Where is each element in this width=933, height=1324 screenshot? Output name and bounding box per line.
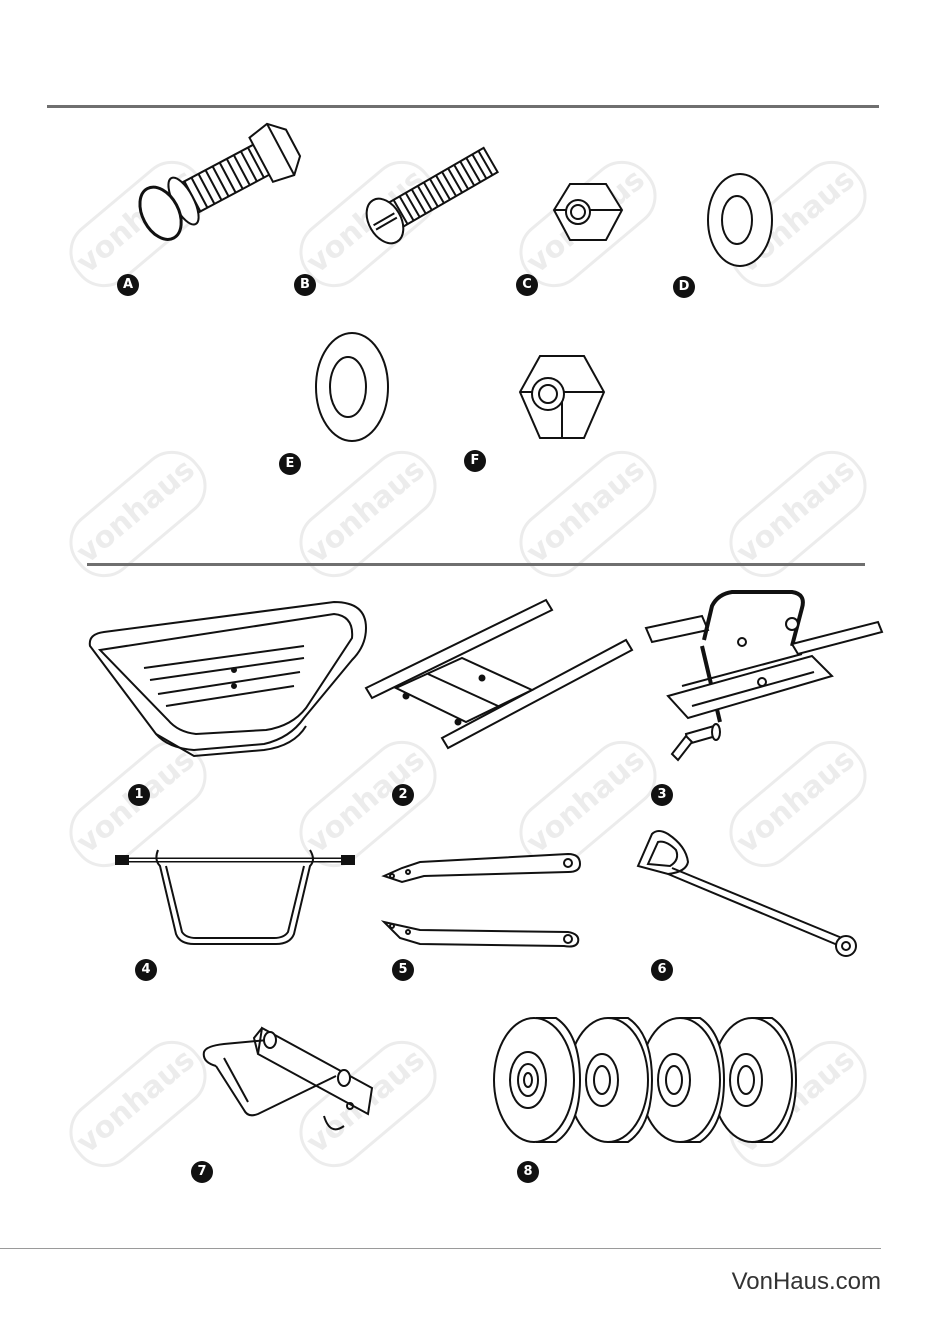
hardware-d-washer-illustration — [705, 170, 775, 270]
watermark: vonhaus — [286, 438, 449, 590]
hardware-c-nut-illustration — [552, 180, 624, 250]
hardware-d-label: D — [673, 276, 695, 298]
part-2-label: 2 — [392, 784, 414, 806]
middle-divider — [87, 563, 865, 566]
watermark: vonhaus — [56, 438, 219, 590]
footer-divider — [0, 1248, 881, 1249]
part-8-wheels-illustration — [490, 1014, 800, 1146]
part-6-label: 6 — [651, 959, 673, 981]
part-3-steering-assembly-illustration — [642, 586, 887, 776]
part-2-chassis-frame-illustration — [362, 596, 634, 748]
part-4-label: 4 — [135, 959, 157, 981]
footer-brand: VonHaus.com — [732, 1268, 881, 1296]
part-5-support-straps-illustration — [380, 846, 590, 950]
part-7-rear-mount-illustration — [196, 1018, 386, 1140]
part-8-label: 8 — [517, 1161, 539, 1183]
watermark: vonhaus — [716, 438, 879, 590]
part-6-pull-handle-illustration — [628, 826, 864, 962]
part-1-tray-illustration — [84, 598, 374, 758]
watermark: vonhaus — [506, 438, 669, 590]
part-5-label: 5 — [392, 959, 414, 981]
part-4-rear-bracket-illustration — [114, 846, 358, 950]
hardware-f-label: F — [464, 450, 486, 472]
hardware-a-bolt-assembly-illustration — [120, 120, 310, 260]
part-3-label: 3 — [651, 784, 673, 806]
hardware-f-nut-illustration — [518, 352, 608, 444]
part-7-label: 7 — [191, 1161, 213, 1183]
top-divider — [47, 105, 879, 108]
hardware-b-label: B — [294, 274, 316, 296]
hardware-c-label: C — [516, 274, 538, 296]
hardware-b-screw-illustration — [350, 135, 510, 255]
hardware-a-label: A — [117, 274, 139, 296]
hardware-e-washer-illustration — [312, 330, 392, 445]
part-1-label: 1 — [128, 784, 150, 806]
hardware-e-label: E — [279, 453, 301, 475]
